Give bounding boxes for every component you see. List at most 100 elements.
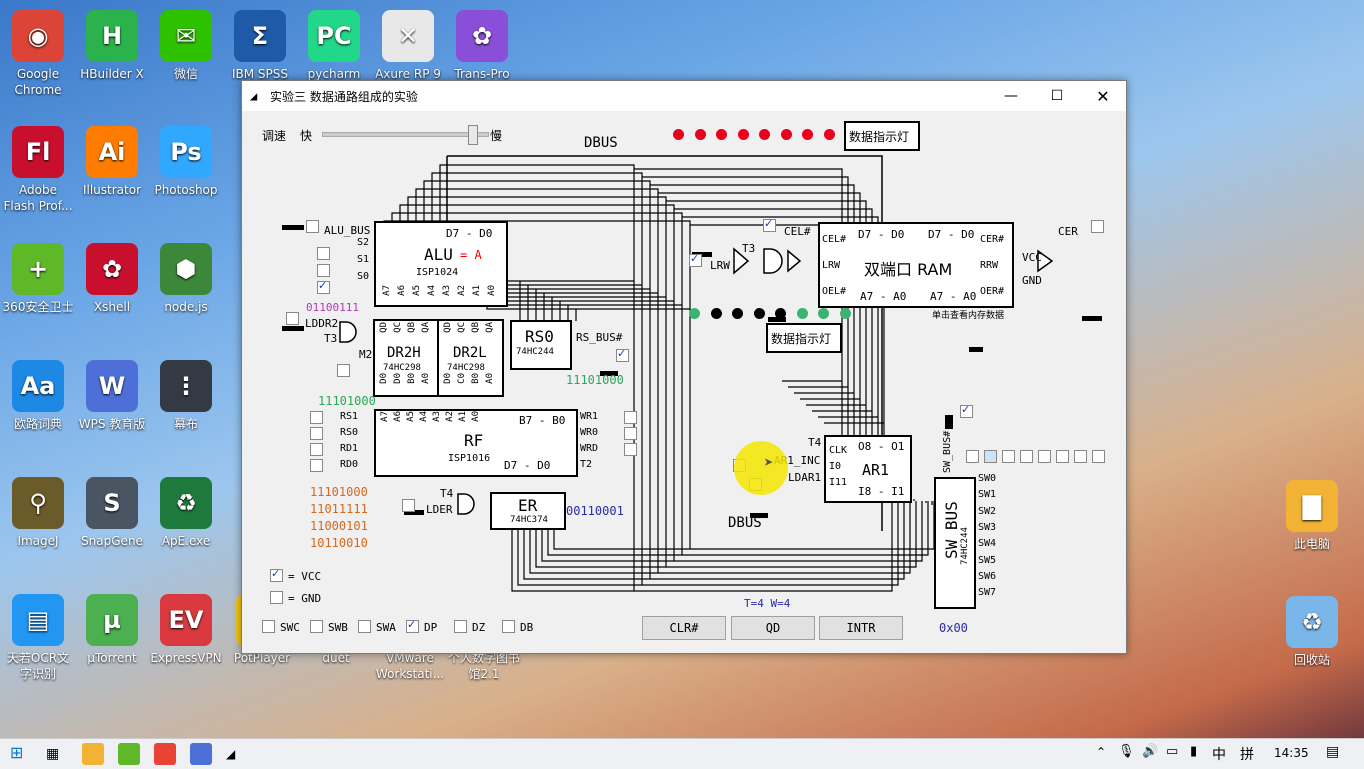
app-icon-2[interactable] xyxy=(154,743,176,765)
sw-bit-checkbox[interactable] xyxy=(984,450,997,463)
rf-rd1-checkbox[interactable] xyxy=(310,443,323,456)
desktop-icon[interactable]: ▤天若OCR文字识别 xyxy=(2,594,74,682)
speed-slider-thumb[interactable] xyxy=(467,125,478,145)
desktop-icon[interactable]: ♻ApE.exe xyxy=(150,477,222,549)
desktop-icon-label: 360安全卫士 xyxy=(2,300,74,314)
file-explorer-icon[interactable] xyxy=(82,743,104,765)
title-bar[interactable]: ◢ 实验三 数据通路组成的实验 — ☐ ✕ xyxy=(242,81,1126,111)
battery-icon[interactable]: ▮ xyxy=(1190,744,1198,759)
clr-button[interactable]: CLR# xyxy=(642,616,726,640)
desktop-icon[interactable]: ♻回收站 xyxy=(1276,596,1348,668)
mic-icon[interactable]: 🎙 xyxy=(1118,744,1135,759)
m2-checkbox[interactable] xyxy=(337,364,350,377)
desktop-icon[interactable]: ▇此电脑 xyxy=(1276,480,1348,552)
sw-bit-checkbox[interactable] xyxy=(1038,450,1051,463)
switch-checkbox[interactable] xyxy=(358,620,371,633)
lrw-checkbox[interactable] xyxy=(689,252,702,267)
network-icon[interactable]: ▭ xyxy=(1166,744,1179,759)
volume-icon[interactable]: 🔊 xyxy=(1142,744,1159,759)
desktop-icon[interactable]: ◉Google Chrome xyxy=(2,10,74,98)
desktop-app-icon: ✿ xyxy=(86,243,138,295)
switch-checkbox[interactable] xyxy=(454,620,467,633)
clock[interactable]: 14:35 xyxy=(1274,746,1309,760)
desktop-icon[interactable]: ✉微信 xyxy=(150,10,222,82)
maximize-button[interactable]: ☐ xyxy=(1050,88,1064,104)
qd-button[interactable]: QD xyxy=(731,616,815,640)
desktop-icon-label: ExpressVPN xyxy=(150,651,222,665)
ime-pinyin[interactable]: 拼 xyxy=(1240,747,1254,763)
sw-bus-checkbox[interactable] xyxy=(960,403,973,418)
alu-bus-checkbox[interactable] xyxy=(306,220,319,233)
s2-checkbox[interactable] xyxy=(317,247,330,260)
switch-checkbox[interactable] xyxy=(310,620,323,633)
sw-bit-checkbox[interactable] xyxy=(1092,450,1105,463)
ram-left-pin: LRW xyxy=(822,260,841,271)
ram-view-memory-link[interactable]: 单击查看内存数据 xyxy=(932,311,1005,321)
experiment-taskbar-icon[interactable]: ◢ xyxy=(226,747,236,761)
switch-checkbox[interactable] xyxy=(406,618,419,633)
sw-bit-checkbox[interactable] xyxy=(1020,450,1033,463)
ldar1-label: LDAR1 xyxy=(788,471,822,484)
notification-icon[interactable]: ▤ xyxy=(1326,744,1340,760)
rf-rs0-checkbox[interactable] xyxy=(310,427,323,440)
minimize-button[interactable]: — xyxy=(1004,88,1018,104)
dbus-label-bottom: DBUS xyxy=(728,515,762,531)
desktop-app-icon: ▤ xyxy=(12,594,64,646)
s1-checkbox[interactable] xyxy=(317,264,330,277)
desktop-icon[interactable]: +360安全卫士 xyxy=(2,243,74,315)
desktop-icon[interactable]: ⚲ImageJ xyxy=(2,477,74,549)
desktop-app-icon: ✉ xyxy=(160,10,212,62)
lddr2-checkbox[interactable] xyxy=(286,312,299,325)
desktop-icon[interactable]: ✕Axure RP 9 xyxy=(372,10,444,82)
s0-checkbox[interactable] xyxy=(317,279,330,294)
rs-bus-checkbox[interactable] xyxy=(616,347,629,362)
rf-wr1-checkbox[interactable] xyxy=(624,411,637,424)
speed-slider-track[interactable] xyxy=(322,125,489,145)
desktop-icon[interactable]: ✿Trans-Pro xyxy=(446,10,518,82)
desktop-app-icon: ◉ xyxy=(12,10,64,62)
rs0-block: RS0 74HC244 xyxy=(510,320,572,370)
lder-checkbox[interactable] xyxy=(402,499,415,512)
cel-checkbox[interactable] xyxy=(763,217,776,232)
rf-wr0-checkbox[interactable] xyxy=(624,427,637,440)
sw-bit-checkbox[interactable] xyxy=(1074,450,1087,463)
close-button[interactable]: ✕ xyxy=(1096,86,1110,106)
desktop-icon-label: WPS 教育版 xyxy=(78,417,146,431)
task-view-icon[interactable]: ▦ xyxy=(46,746,60,762)
sw-bit-checkbox[interactable] xyxy=(1056,450,1069,463)
rf-rs1-checkbox[interactable] xyxy=(310,411,323,424)
intr-button[interactable]: INTR xyxy=(819,616,903,640)
wps-taskbar-icon[interactable] xyxy=(190,743,212,765)
browser-icon[interactable] xyxy=(118,743,140,765)
desktop-icon[interactable]: ✿Xshell xyxy=(76,243,148,315)
rf-wrd-checkbox[interactable] xyxy=(624,443,637,456)
tray-arrow-icon[interactable]: ⌃ xyxy=(1096,745,1107,759)
cer-checkbox[interactable] xyxy=(1091,220,1104,233)
sw-bit-checkbox[interactable] xyxy=(1002,450,1015,463)
sw-bit-checkbox[interactable] xyxy=(966,450,979,463)
desktop-icon[interactable]: ⋮幕布 xyxy=(150,360,222,432)
lddr2-label: LDDR2 xyxy=(305,317,339,330)
ime-mode[interactable]: 中 xyxy=(1212,747,1226,763)
rf-rd0-checkbox[interactable] xyxy=(310,459,323,472)
ar1-pin: I11 xyxy=(829,477,848,488)
start-button[interactable]: ⊞ xyxy=(10,743,24,762)
switch-checkbox[interactable] xyxy=(502,620,515,633)
desktop-app-icon: Aa xyxy=(12,360,64,412)
alu-bits: D7 - D0 xyxy=(446,227,493,240)
switch-checkbox[interactable] xyxy=(262,620,275,633)
desktop-icon[interactable]: ⬢node.js xyxy=(150,243,222,315)
